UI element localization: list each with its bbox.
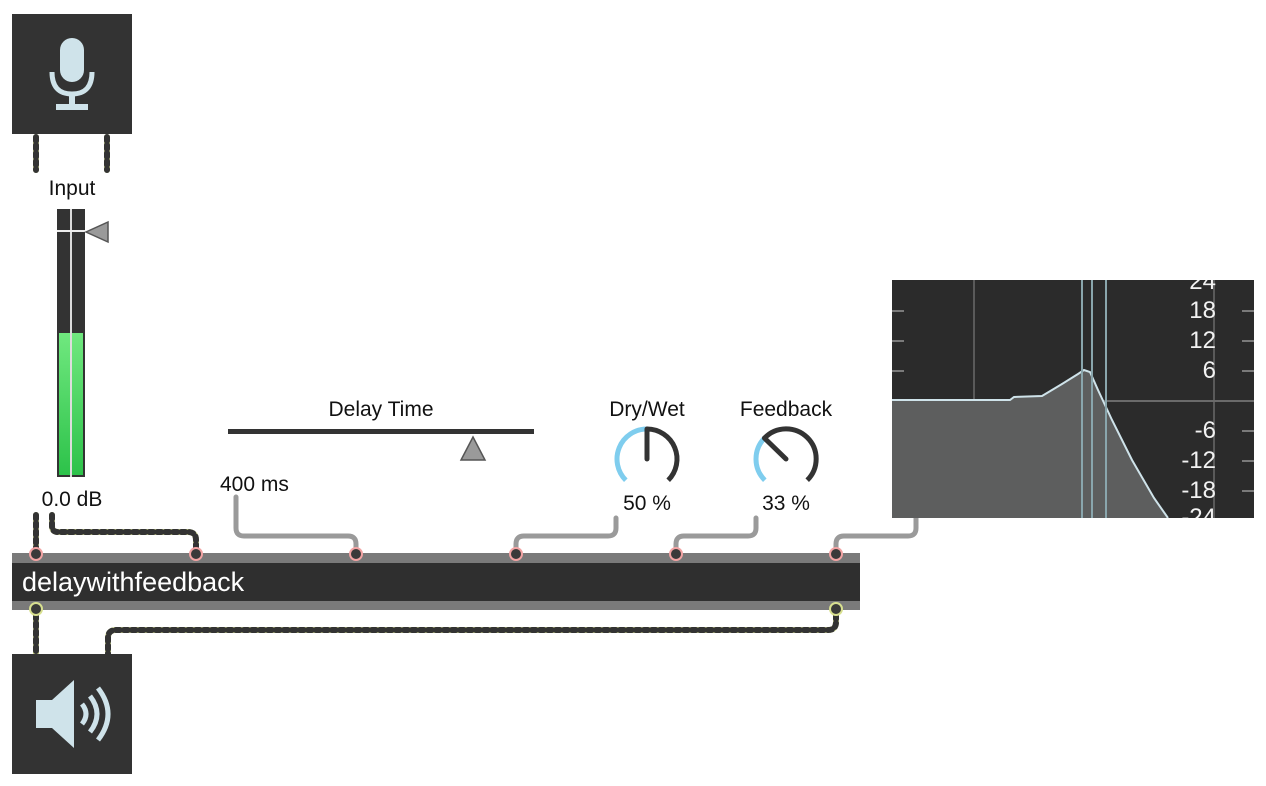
- drywet-label: Dry/Wet: [609, 398, 685, 421]
- input-label: Input: [48, 177, 96, 200]
- inlet-1[interactable]: [29, 547, 43, 561]
- meter-right-fill: [72, 333, 83, 475]
- dac-speaker-button[interactable]: [12, 654, 132, 774]
- db-label: -24: [1181, 504, 1216, 519]
- audio-cable-gain-to-in2: [49, 512, 199, 559]
- filter-graph-canvas: [892, 280, 1254, 518]
- microphone-icon: [49, 38, 95, 110]
- inlet-4[interactable]: [509, 547, 523, 561]
- db-label: -18: [1181, 477, 1216, 504]
- delay-slider-handle-icon[interactable]: [459, 434, 487, 462]
- delaywithfeedback-object[interactable]: delaywithfeedback: [12, 547, 860, 616]
- gain-zero-line: [57, 230, 85, 232]
- db-label: -12: [1181, 447, 1216, 474]
- delay-slider-track: [228, 429, 534, 434]
- control-cable-feedback: [673, 515, 759, 559]
- meter-left-fill: [59, 333, 70, 475]
- control-cable-drywet: [513, 515, 619, 559]
- delay-time-slider[interactable]: [228, 429, 534, 463]
- outlet-2[interactable]: [829, 602, 843, 616]
- db-label: -6: [1194, 417, 1216, 444]
- filter-graph[interactable]: 24 18 12 6 -6 -12 -18-24: [892, 280, 1254, 518]
- feedback-label: Feedback: [739, 398, 833, 421]
- db-label: 12: [1189, 327, 1216, 354]
- inlet-2[interactable]: [189, 547, 203, 561]
- control-cable-delay: [233, 494, 359, 559]
- db-label: 24: [1189, 280, 1216, 295]
- outlet-1[interactable]: [29, 602, 43, 616]
- db-label: 6: [1202, 357, 1216, 384]
- drywet-value: 50 %: [623, 492, 671, 515]
- db-scale: 24 18 12 6 -6 -12 -18-24: [1156, 280, 1216, 518]
- inlet-3[interactable]: [349, 547, 363, 561]
- object-name: delaywithfeedback: [22, 567, 245, 597]
- feedback-dial[interactable]: [751, 424, 821, 494]
- object-outlet-bar: [12, 601, 860, 610]
- feedback-value: 33 %: [762, 492, 810, 515]
- object-inlet-bar: [12, 553, 860, 563]
- drywet-dial[interactable]: [612, 424, 682, 494]
- meter-divider: [70, 209, 72, 477]
- input-gain-slider[interactable]: [57, 209, 85, 477]
- audio-cable-out2-to-dac: [105, 604, 839, 657]
- gain-readout: 0.0 dB: [41, 488, 103, 511]
- delay-time-value: 400 ms: [220, 473, 289, 496]
- inlet-5[interactable]: [669, 547, 683, 561]
- adc-mic-button[interactable]: [12, 14, 132, 134]
- inlet-6[interactable]: [829, 547, 843, 561]
- db-label: 18: [1189, 297, 1216, 324]
- control-cable-filter: [833, 515, 919, 559]
- gain-handle-icon[interactable]: [84, 220, 110, 244]
- speaker-icon: [36, 680, 111, 748]
- delay-time-label: Delay Time: [328, 398, 434, 421]
